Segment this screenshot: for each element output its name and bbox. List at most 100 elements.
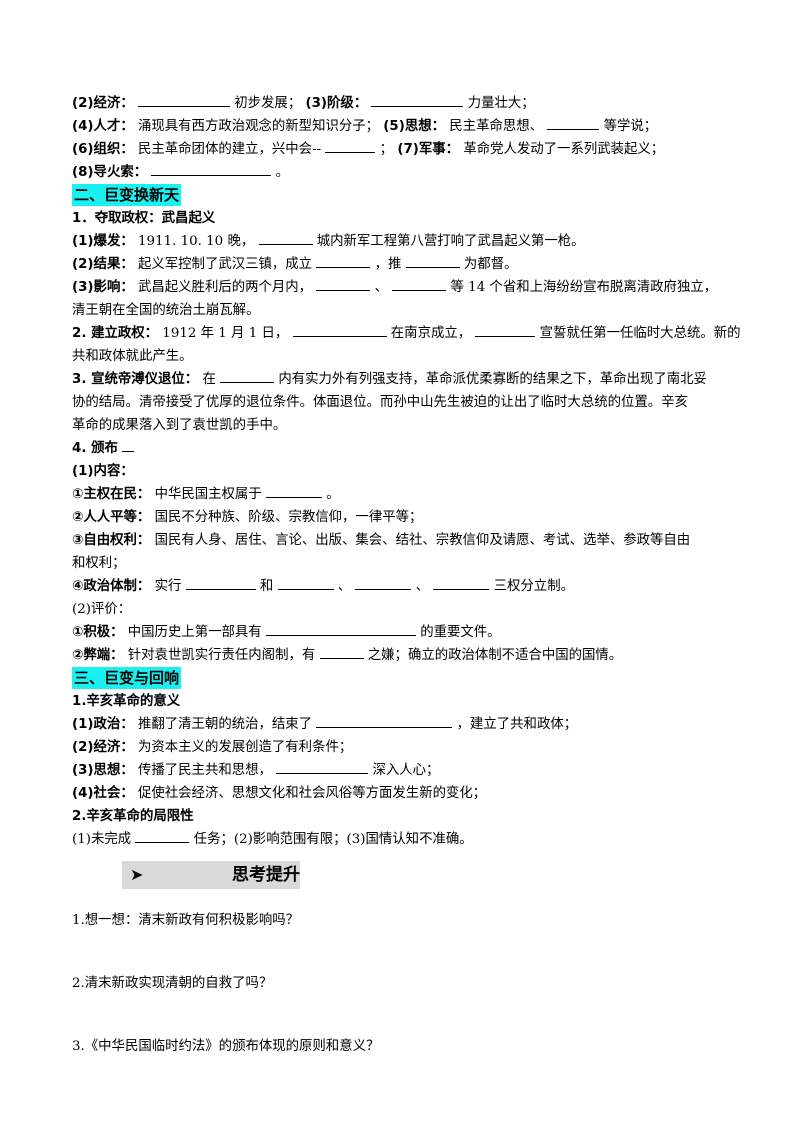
blank[interactable]	[319, 644, 364, 659]
blank[interactable]	[371, 92, 464, 107]
blank[interactable]	[265, 621, 416, 636]
blank[interactable]	[475, 322, 536, 337]
blank[interactable]	[220, 368, 275, 383]
text: 起义军控制了武汉三镇，成立	[138, 257, 313, 272]
question-2: 2.清末新政实现清朝的自救了吗？	[72, 976, 273, 991]
question-1: 1.想一想：清末新政有何积极影响吗？	[72, 913, 300, 928]
blank[interactable]	[265, 483, 322, 498]
text: 之嫌；确立的政治体制不适合中国的国情。	[367, 648, 623, 663]
think-banner: ➤ 思考提升	[72, 859, 732, 895]
subheading-limitations: 2.辛亥革命的局限性	[72, 805, 732, 828]
text: 的重要文件。	[420, 625, 501, 640]
line-positive: ①积极： 中国历史上第一部具有 的重要文件。	[72, 621, 732, 644]
blank[interactable]	[277, 575, 334, 590]
label: ②人人平等：	[72, 510, 151, 525]
line-promulgate: 4. 颁布	[72, 437, 732, 460]
text: ，建立了共和政体；	[456, 717, 578, 732]
label-military: (7)军事：	[397, 142, 460, 157]
blank[interactable]	[122, 437, 135, 452]
text: 武昌起义胜利后的两个月内，	[138, 280, 313, 295]
line-limitations: (1)未完成 任务；(2)影响范围有限；(3)国情认知不准确。	[72, 828, 732, 851]
text: 国民不分种族、阶级、宗教信仰，一律平等；	[154, 510, 423, 525]
line-thought2: (3)思想： 传播了民主共和思想， 深入人心；	[72, 759, 732, 782]
text: 清王朝在全国的统治土崩瓦解。	[72, 303, 260, 318]
text: (1)未完成	[72, 832, 132, 847]
blank[interactable]	[258, 230, 313, 245]
line-abdicate: 3. 宣统帝溥仪退位： 在 内有实力外有列强支持，革命派优柔寡断的结果之下，革命…	[72, 368, 732, 391]
text: 在南京成立，	[390, 326, 472, 341]
blank[interactable]	[405, 253, 460, 268]
blank[interactable]	[185, 575, 256, 590]
blank[interactable]	[316, 276, 371, 291]
line-impact-cont: 清王朝在全国的统治土崩瓦解。	[72, 299, 732, 322]
blank[interactable]	[325, 138, 376, 153]
label: (4)社会：	[72, 786, 134, 801]
text: 和	[259, 579, 274, 594]
text: 任务；(2)影响范围有限；(3)国情认知不准确。	[193, 832, 473, 847]
subheading-wuchang: 1．夺取政权：武昌起义	[72, 207, 732, 230]
arrow-right-icon: ➤	[130, 865, 144, 884]
text: 深入人心；	[372, 763, 440, 778]
blank[interactable]	[433, 575, 490, 590]
label: (1)爆发：	[72, 234, 134, 249]
text: 针对袁世凯实行责任内阁制，有	[127, 648, 316, 663]
blank[interactable]	[547, 115, 600, 130]
subheading: 2.辛亥革命的局限性	[72, 809, 194, 824]
text: 。	[275, 165, 290, 180]
text: 涌现具有西方政治观念的新型知识分子；	[138, 119, 380, 134]
text: 。	[326, 487, 340, 502]
text: 和权利；	[72, 556, 126, 571]
label-trigger: (8)导火索：	[72, 165, 148, 180]
blank[interactable]	[392, 276, 447, 291]
line-society: (4)社会： 促使社会经济、思想文化和社会风俗等方面发生新的变化；	[72, 782, 732, 805]
blank[interactable]	[316, 253, 371, 268]
blank[interactable]	[316, 713, 453, 728]
line-establish: 2. 建立政权： 1912 年 1 月 1 日， 在南京成立， 宣誓就任第一任临…	[72, 322, 741, 345]
section-heading-3-row: 三、巨变与回响	[72, 667, 732, 690]
label-economy: (2)经济：	[72, 96, 134, 111]
label: ②弊端：	[72, 648, 124, 663]
line-economy-class: (2)经济： 初步发展； (3)阶级： 力量壮大；	[72, 92, 732, 115]
label: 4. 颁布	[72, 441, 118, 456]
subheading: 1．夺取政权：武昌起义	[72, 211, 216, 226]
subheading: 1.辛亥革命的意义	[72, 694, 181, 709]
label: (2)结果：	[72, 257, 134, 272]
text: 力量壮大；	[467, 96, 535, 111]
line-abdicate-cont2: 革命的成果落入到了袁世凯的手中。	[72, 414, 732, 437]
label: (3)思想：	[72, 763, 134, 778]
line-abdicate-cont: 协的结局。清帝接受了优厚的退位条件。体面退位。而孙中山先生被迫的让出了临时大总统…	[72, 391, 732, 414]
text: 为资本主义的发展创造了有利条件；	[138, 740, 353, 755]
text: 中华民国主权属于	[154, 487, 262, 502]
worksheet-page: (2)经济： 初步发展； (3)阶级： 力量壮大； (4)人才： 涌现具有西方政…	[72, 92, 741, 1058]
text: 民主革命团体的建立，兴中会--	[138, 142, 322, 157]
text: 初步发展；	[234, 96, 302, 111]
label: ①主权在民：	[72, 487, 151, 502]
line-drawback: ②弊端： 针对袁世凯实行责任内阁制，有 之嫌；确立的政治体制不适合中国的国情。	[72, 644, 732, 667]
blank[interactable]	[135, 828, 190, 843]
text: 等 14 个省和上海纷纷宣布脱离清政府独立，	[450, 280, 718, 295]
section-heading-2-row: 二、巨变换新天	[72, 184, 732, 207]
label: (2)评价：	[72, 602, 132, 617]
blank[interactable]	[138, 92, 230, 107]
blank[interactable]	[355, 575, 412, 590]
line-impact: (3)影响： 武昌起义胜利后的两个月内， 、 等 14 个省和上海纷纷宣布脱离清…	[72, 276, 732, 299]
blank[interactable]	[292, 322, 387, 337]
label: (3)影响：	[72, 280, 134, 295]
line-political-system: ④政治体制： 实行 和 、 、 三权分立制。	[72, 575, 732, 598]
blank[interactable]	[151, 161, 272, 176]
blank[interactable]	[276, 759, 369, 774]
text: ；	[379, 142, 394, 157]
question-3: 3.《中华民国临时约法》的颁布体现的原则和意义？	[72, 1039, 380, 1054]
label: (1)内容：	[72, 464, 134, 479]
text: 革命党人发动了一系列武装起义；	[463, 142, 665, 157]
subheading-significance: 1.辛亥革命的意义	[72, 690, 732, 713]
label-class: (3)阶级：	[305, 96, 368, 111]
text: 三权分立制。	[493, 579, 574, 594]
text: 宣誓就任第一任临时大总统。新的	[539, 326, 741, 341]
label: 3. 宣统帝溥仪退位：	[72, 372, 199, 387]
text: 传播了民主共和思想，	[138, 763, 272, 778]
text: 1912 年 1 月 1 日，	[162, 326, 289, 341]
text: 推翻了清王朝的统治，结束了	[138, 717, 313, 732]
label: ③自由权利：	[72, 533, 151, 548]
label: ①积极：	[72, 625, 124, 640]
